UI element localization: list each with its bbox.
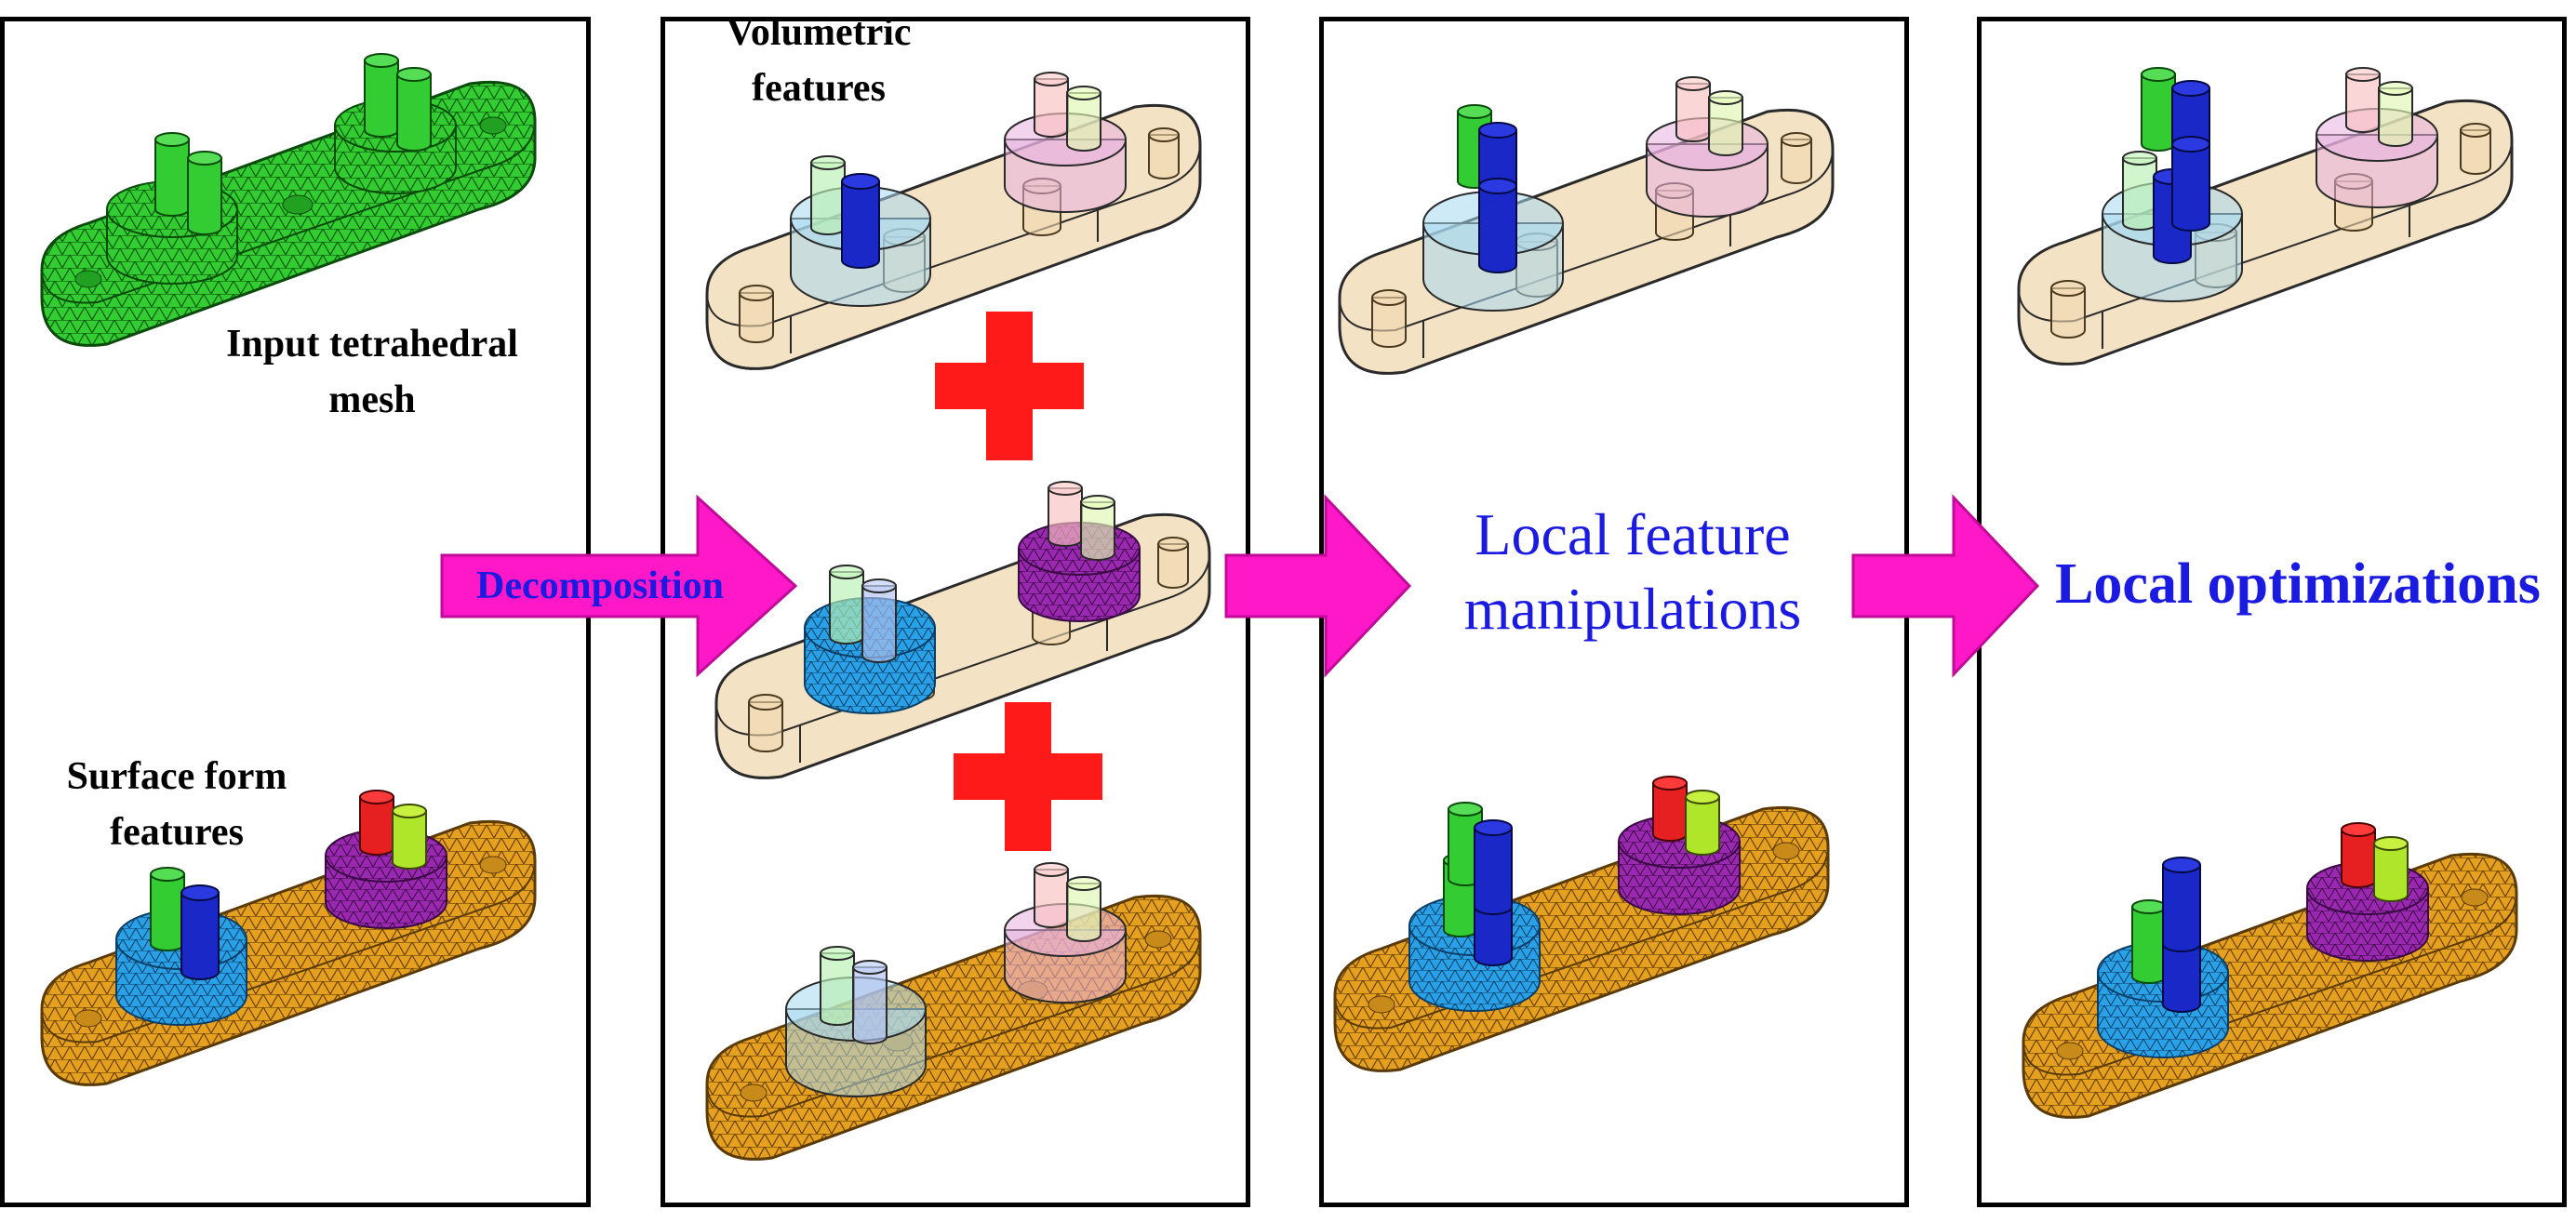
manipulated-mesh-figure xyxy=(1326,772,1847,1107)
optimized-mesh-figure xyxy=(2014,818,2535,1153)
surface-form-features-label: Surface form features xyxy=(66,755,287,854)
plus-icon xyxy=(954,702,1102,851)
residual-mesh-figure xyxy=(705,862,1202,1161)
manipulated-volumetric-features-figure xyxy=(1338,76,1835,375)
input-tetrahedral-mesh-label: Input tetrahedral mesh xyxy=(226,323,518,421)
decomposition-label: Decomposition xyxy=(476,565,724,607)
local-feature-manipulations-label: Local feature manipulations xyxy=(1463,501,1802,642)
local-optimizations-label: Local optimizations xyxy=(2055,552,2541,616)
optimized-volumetric-features-figure xyxy=(2009,67,2530,400)
input-tetrahedral-mesh-figure xyxy=(40,53,537,347)
volumetric-features-label: Volumetric features xyxy=(726,11,912,110)
plus-icon xyxy=(935,312,1084,460)
surface-form-features-figure xyxy=(33,786,554,1121)
